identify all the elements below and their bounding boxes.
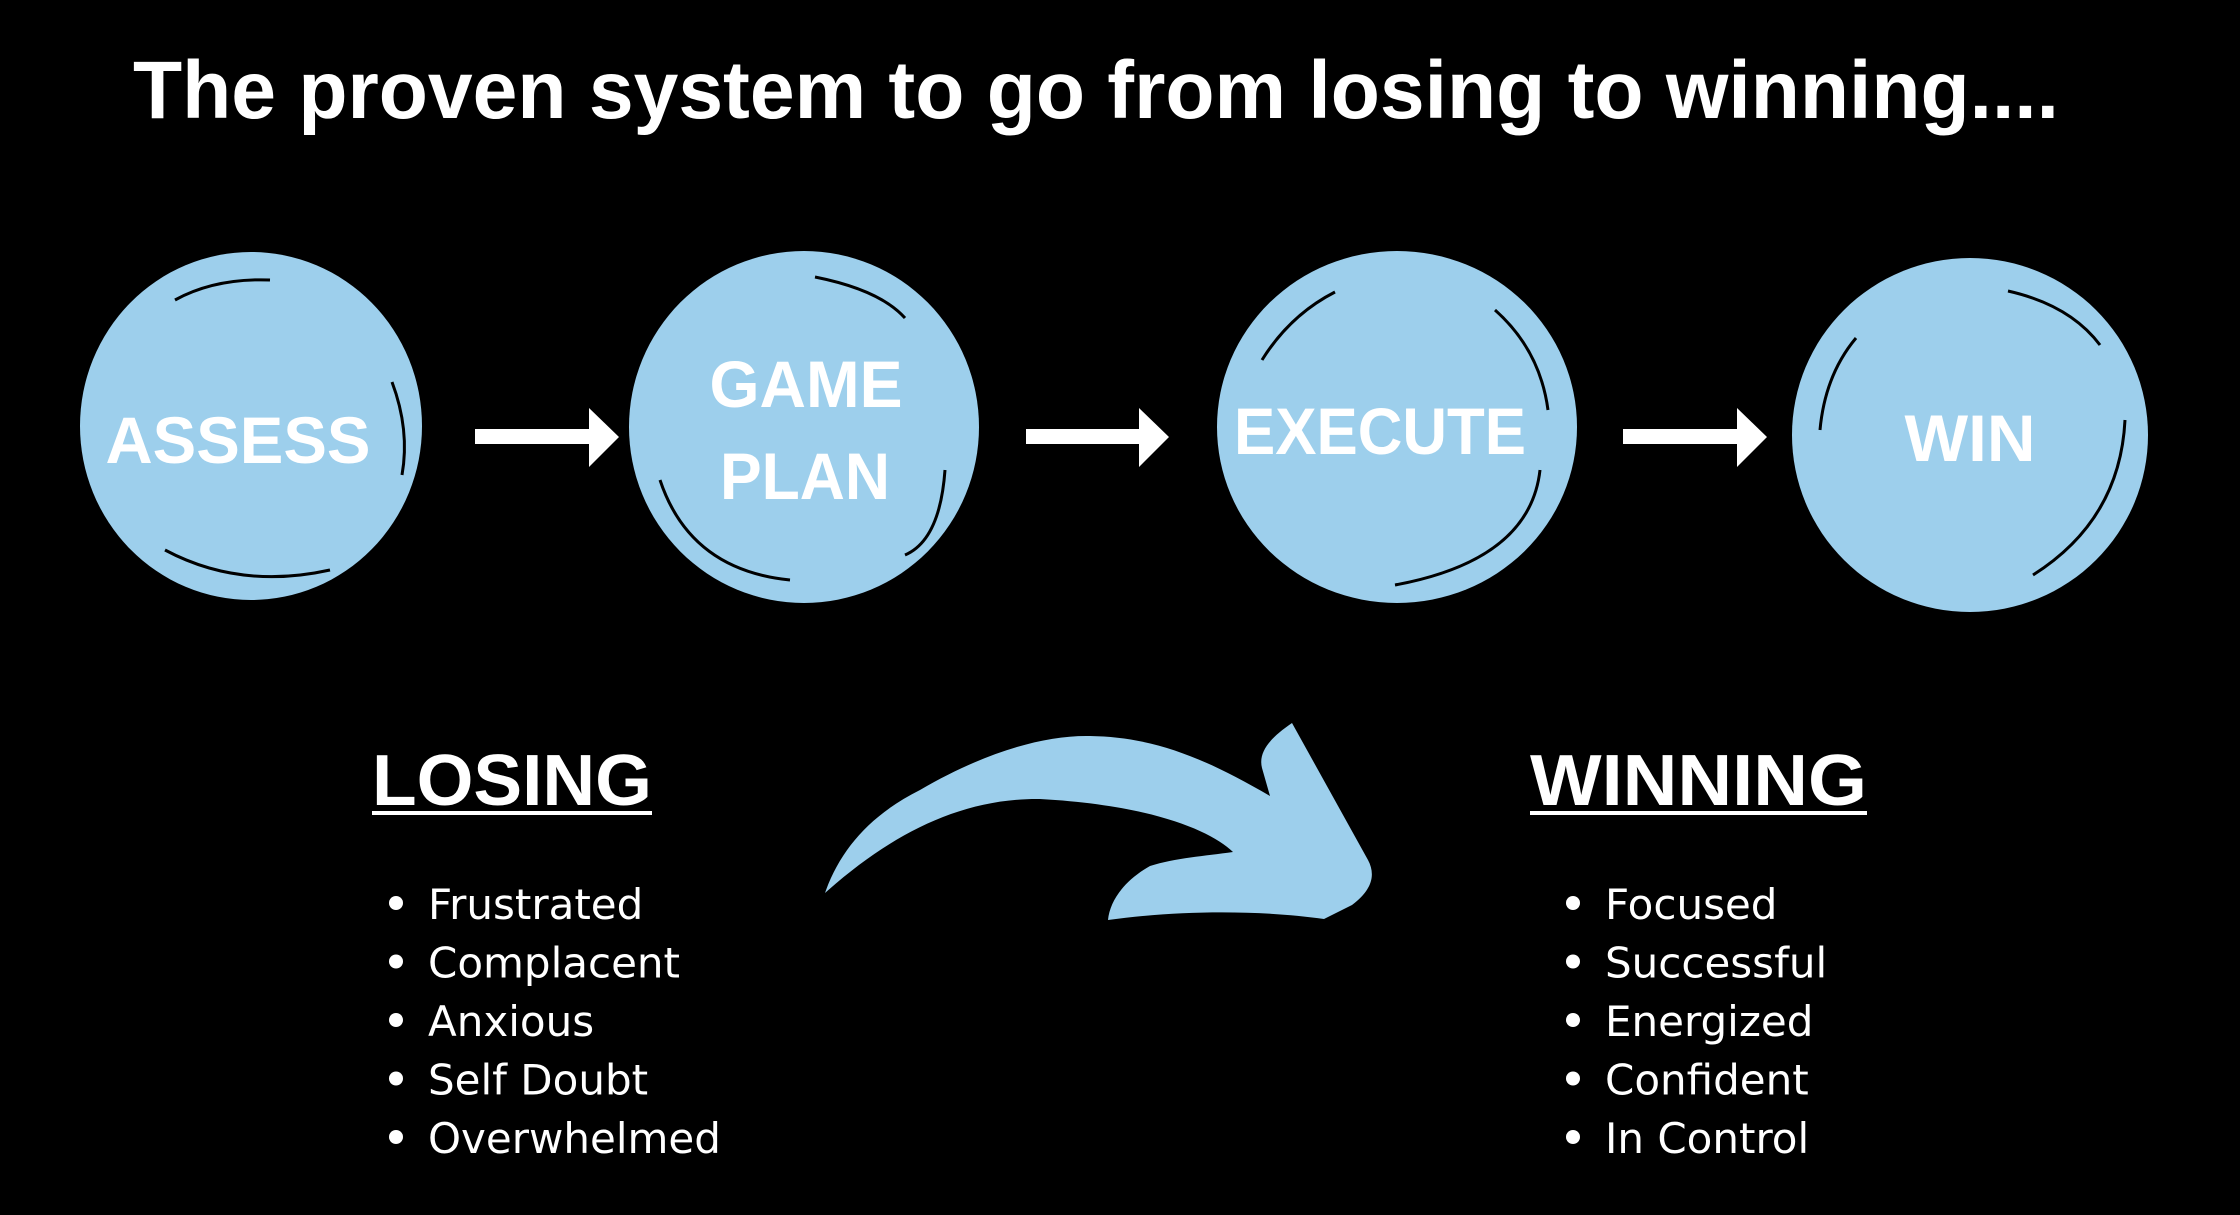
step-label-line-2: PLAN — [720, 439, 890, 513]
bullet-dot-icon — [1566, 1071, 1580, 1086]
brush-stroke-decoration — [1394, 469, 1542, 587]
bullet-dot-icon — [389, 1130, 403, 1144]
winning-section: WINNING FocusedSuccessfulEnergizedConfid… — [1530, 741, 1867, 1163]
list-item: Focused — [1566, 880, 1777, 929]
step-label: WIN — [1905, 401, 2036, 475]
winning-heading-underline — [1530, 811, 1867, 815]
step-label-line-1: GAME — [710, 347, 903, 421]
bullet-dot-icon — [389, 896, 403, 910]
list-item-label: Anxious — [428, 997, 594, 1046]
list-item-label: Confident — [1605, 1056, 1809, 1105]
page-title: The proven system to go from losing to w… — [133, 45, 2059, 136]
brush-stroke-decoration — [2007, 289, 2102, 346]
list-item-label: In Control — [1605, 1114, 1809, 1163]
list-item: Self Doubt — [389, 1056, 648, 1105]
brush-stroke-decoration — [814, 275, 907, 319]
list-item-label: Overwhelmed — [428, 1114, 721, 1163]
list-item: Anxious — [389, 997, 594, 1046]
step-circle — [629, 251, 979, 603]
curved-arrow-icon — [825, 723, 1372, 920]
losing-heading: LOSING — [372, 741, 652, 821]
brush-stroke-decoration — [174, 278, 271, 302]
brush-stroke-decoration — [1494, 308, 1550, 411]
list-item-label: Frustrated — [428, 880, 643, 929]
list-item: Overwhelmed — [389, 1114, 721, 1163]
losing-heading-underline — [372, 811, 652, 815]
step-label: EXECUTE — [1234, 394, 1526, 468]
brush-stroke-decoration — [1818, 337, 1858, 431]
bullet-dot-icon — [1566, 1130, 1580, 1144]
list-item-label: Energized — [1605, 997, 1813, 1046]
bullet-dot-icon — [389, 1013, 403, 1027]
step-circle — [1217, 251, 1577, 603]
list-item-label: Focused — [1605, 880, 1777, 929]
step-assess: ASSESS — [80, 252, 422, 600]
step-execute: EXECUTE — [1217, 251, 1577, 603]
step-label: ASSESS — [106, 403, 371, 477]
step-game-plan: GAME PLAN — [629, 251, 979, 603]
list-item-label: Complacent — [428, 939, 680, 988]
step-circle — [1792, 258, 2148, 612]
bullet-dot-icon — [389, 1071, 403, 1086]
bullet-dot-icon — [1566, 1013, 1580, 1027]
right-arrow-icon — [1026, 408, 1169, 467]
brush-stroke-decoration — [1260, 290, 1336, 361]
brush-stroke-decoration — [2032, 419, 2127, 577]
list-item: In Control — [1566, 1114, 1809, 1163]
list-item: Frustrated — [389, 880, 643, 929]
bullet-dot-icon — [1566, 896, 1580, 910]
right-arrow-icon — [475, 408, 619, 467]
list-item: Energized — [1566, 997, 1813, 1046]
brush-stroke-decoration — [164, 548, 331, 579]
list-item-label: Successful — [1605, 939, 1827, 988]
bullet-dot-icon — [1566, 954, 1580, 969]
brush-stroke-decoration — [390, 381, 406, 476]
right-arrow-icon — [1623, 408, 1767, 467]
step-circle — [80, 252, 422, 600]
brush-stroke-decoration — [658, 479, 791, 582]
winning-heading: WINNING — [1530, 741, 1867, 821]
step-win: WIN — [1792, 258, 2148, 612]
brush-stroke-decoration — [904, 469, 947, 557]
list-item: Complacent — [389, 939, 680, 988]
bullet-dot-icon — [389, 954, 403, 969]
list-item-label: Self Doubt — [428, 1056, 648, 1105]
list-item: Confident — [1566, 1056, 1809, 1105]
list-item: Successful — [1566, 939, 1827, 988]
